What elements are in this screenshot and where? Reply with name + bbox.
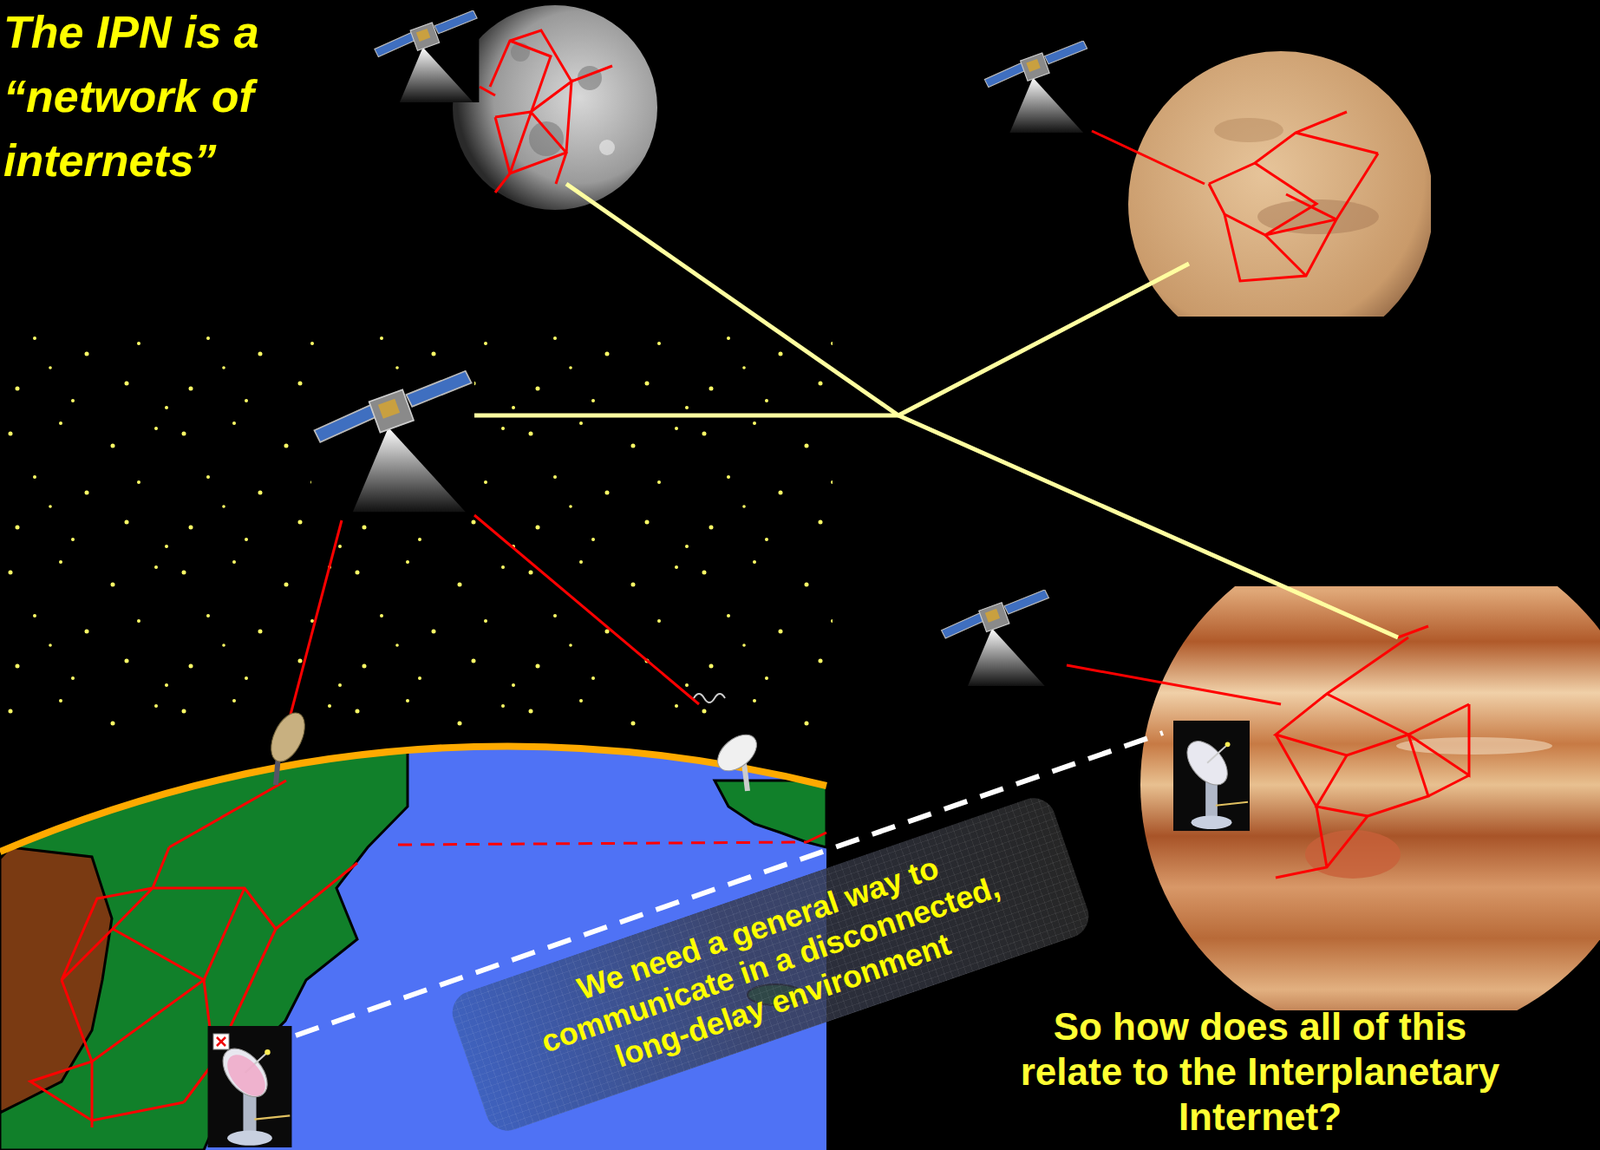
slide-title: The IPN is a “network of internets” <box>3 0 342 193</box>
question-text: So how does all of this relate to the In… <box>1008 1004 1512 1140</box>
